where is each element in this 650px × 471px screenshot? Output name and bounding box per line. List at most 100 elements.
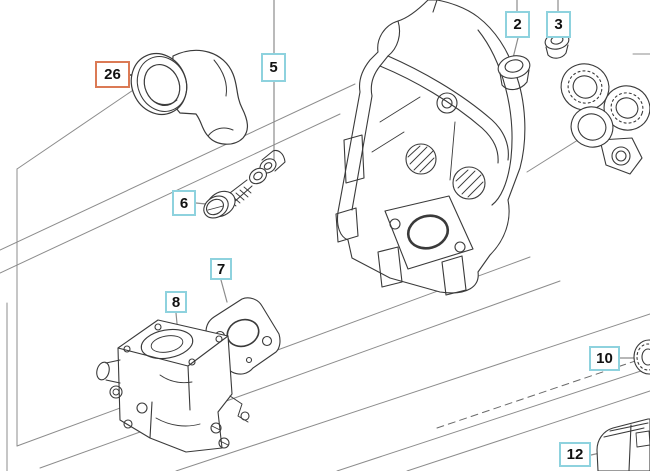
- cover-screw-1: [123, 345, 131, 353]
- intake-flange: [384, 195, 474, 270]
- bracket-foot-2: [441, 255, 467, 296]
- grommet-ring-2-ribs: [610, 92, 644, 124]
- frame-edge-top-left: [16, 81, 146, 170]
- cover-screw-4: [188, 358, 196, 366]
- part-label-6[interactable]: 6: [172, 190, 196, 216]
- bracket-left-foot: [335, 207, 359, 243]
- part-label-2[interactable]: 2: [505, 11, 530, 38]
- carb-detail-lines: [155, 374, 201, 427]
- frame-diagonal-5: [406, 390, 650, 471]
- spacer-bore: [263, 162, 273, 170]
- elbow-inner-arc: [151, 99, 178, 105]
- elbow-outlet-rim: [207, 127, 234, 137]
- grommet-ring-3-bore: [577, 113, 607, 141]
- bushing-2-flange: [497, 55, 531, 79]
- bracket-right-strap: [477, 29, 513, 206]
- screw-washer-bore: [253, 171, 263, 181]
- bushing-2-bore: [504, 59, 524, 73]
- frame-diagonal-3: [175, 313, 650, 471]
- part-label-8[interactable]: 8: [165, 291, 187, 313]
- screw-slot: [207, 205, 224, 211]
- gasket-hole-3: [245, 356, 253, 364]
- leader-line-2: [512, 0, 519, 59]
- housing-12-drawing: [596, 418, 650, 471]
- bracket-rim-band: [387, 55, 509, 161]
- intake-flange-port: [406, 214, 450, 250]
- bracket-detail-lines: [371, 96, 456, 181]
- bracket-port-1-hatch: [407, 145, 435, 173]
- cover-screw-3: [215, 335, 223, 343]
- screw-head-socket: [205, 198, 225, 216]
- carb-hole-3: [123, 419, 133, 429]
- linkage-ball: [240, 411, 250, 421]
- bushing-2-barrel: [499, 69, 530, 91]
- flange-bolt-hole-2: [454, 241, 466, 253]
- screw-washer: [248, 167, 268, 185]
- elbow-body: [170, 49, 248, 145]
- adjust-screw-2: [218, 437, 230, 449]
- housing-detail-lines: [603, 422, 649, 471]
- washer-bore: [641, 348, 650, 366]
- bracket-silhouette: [336, 0, 526, 294]
- bracket-port-1: [405, 143, 437, 175]
- carb-hole-2: [136, 402, 148, 414]
- frame-diagonal-1: [0, 83, 356, 251]
- intake-elbow-drawing: [130, 49, 248, 145]
- grommet-tab-hole: [611, 146, 631, 166]
- adjust-screw-1-slot: [211, 425, 221, 431]
- grommet-tab-hole-inner: [615, 150, 627, 162]
- grommet-ring-1-bore: [572, 75, 598, 99]
- carburetor-drawing: [96, 319, 250, 453]
- housing-outline: [596, 418, 650, 471]
- carburetor-faces: [117, 335, 229, 439]
- fuel-inlet-lines: [105, 359, 121, 384]
- throttle-linkage: [229, 395, 249, 423]
- carburetor-body: [117, 319, 233, 453]
- bushing-3-barrel: [545, 44, 569, 59]
- screw-assembly-drawing: [203, 149, 286, 219]
- bracket-left-tab: [343, 134, 365, 184]
- spacer-body: [261, 149, 286, 172]
- bushing-2-drawing: [497, 55, 531, 91]
- part-label-3[interactable]: 3: [546, 11, 571, 38]
- leader-line-7: [220, 279, 228, 303]
- grommet-plate-drawing: [560, 63, 650, 175]
- frame-diagonal-4: [336, 367, 650, 471]
- fuel-inlet-stub: [96, 361, 110, 381]
- adjust-screw-2-slot: [219, 440, 229, 446]
- part-label-12[interactable]: 12: [559, 442, 591, 467]
- grommet-ring-3: [570, 106, 614, 148]
- part-label-26[interactable]: 26: [95, 61, 130, 88]
- frame-edge-bottom-2: [39, 280, 561, 469]
- bracket-rim-band-2: [379, 65, 499, 164]
- elbow-contour: [213, 59, 227, 97]
- elbow-opening-inner: [143, 64, 181, 106]
- housing-vent: [635, 430, 650, 448]
- bracket-pivot-hole-inner: [441, 97, 453, 109]
- gasket-hole-2: [261, 335, 273, 347]
- bracket-foot-1: [377, 246, 403, 288]
- bracket-port-2: [452, 166, 486, 200]
- frame-diagonal-2: [0, 113, 341, 274]
- part-label-5[interactable]: 5: [261, 53, 286, 82]
- grommet-ring-1-ribs: [567, 70, 603, 104]
- washer-scallop: [636, 343, 650, 371]
- pump-cover-inner: [150, 335, 184, 353]
- leader-line-6: [195, 202, 207, 205]
- flange-bolt-hole-1: [389, 218, 401, 230]
- part-label-10[interactable]: 10: [589, 346, 620, 371]
- pump-cover: [140, 328, 194, 360]
- carb-hole-1: [109, 385, 123, 399]
- bracket-assembly-drawing: [335, 0, 526, 296]
- cover-screw-2: [154, 323, 162, 331]
- adjust-screw-1: [210, 422, 222, 434]
- bracket-port-2-hatch: [455, 169, 484, 198]
- grommet-ring-2-bore: [615, 97, 639, 119]
- bracket-top-stub: [432, 0, 438, 13]
- carb-hole-1-inner: [112, 388, 120, 396]
- elbow-opening-lip: [136, 56, 188, 112]
- bracket-pivot-hole: [436, 92, 458, 114]
- part-label-7[interactable]: 7: [210, 258, 232, 280]
